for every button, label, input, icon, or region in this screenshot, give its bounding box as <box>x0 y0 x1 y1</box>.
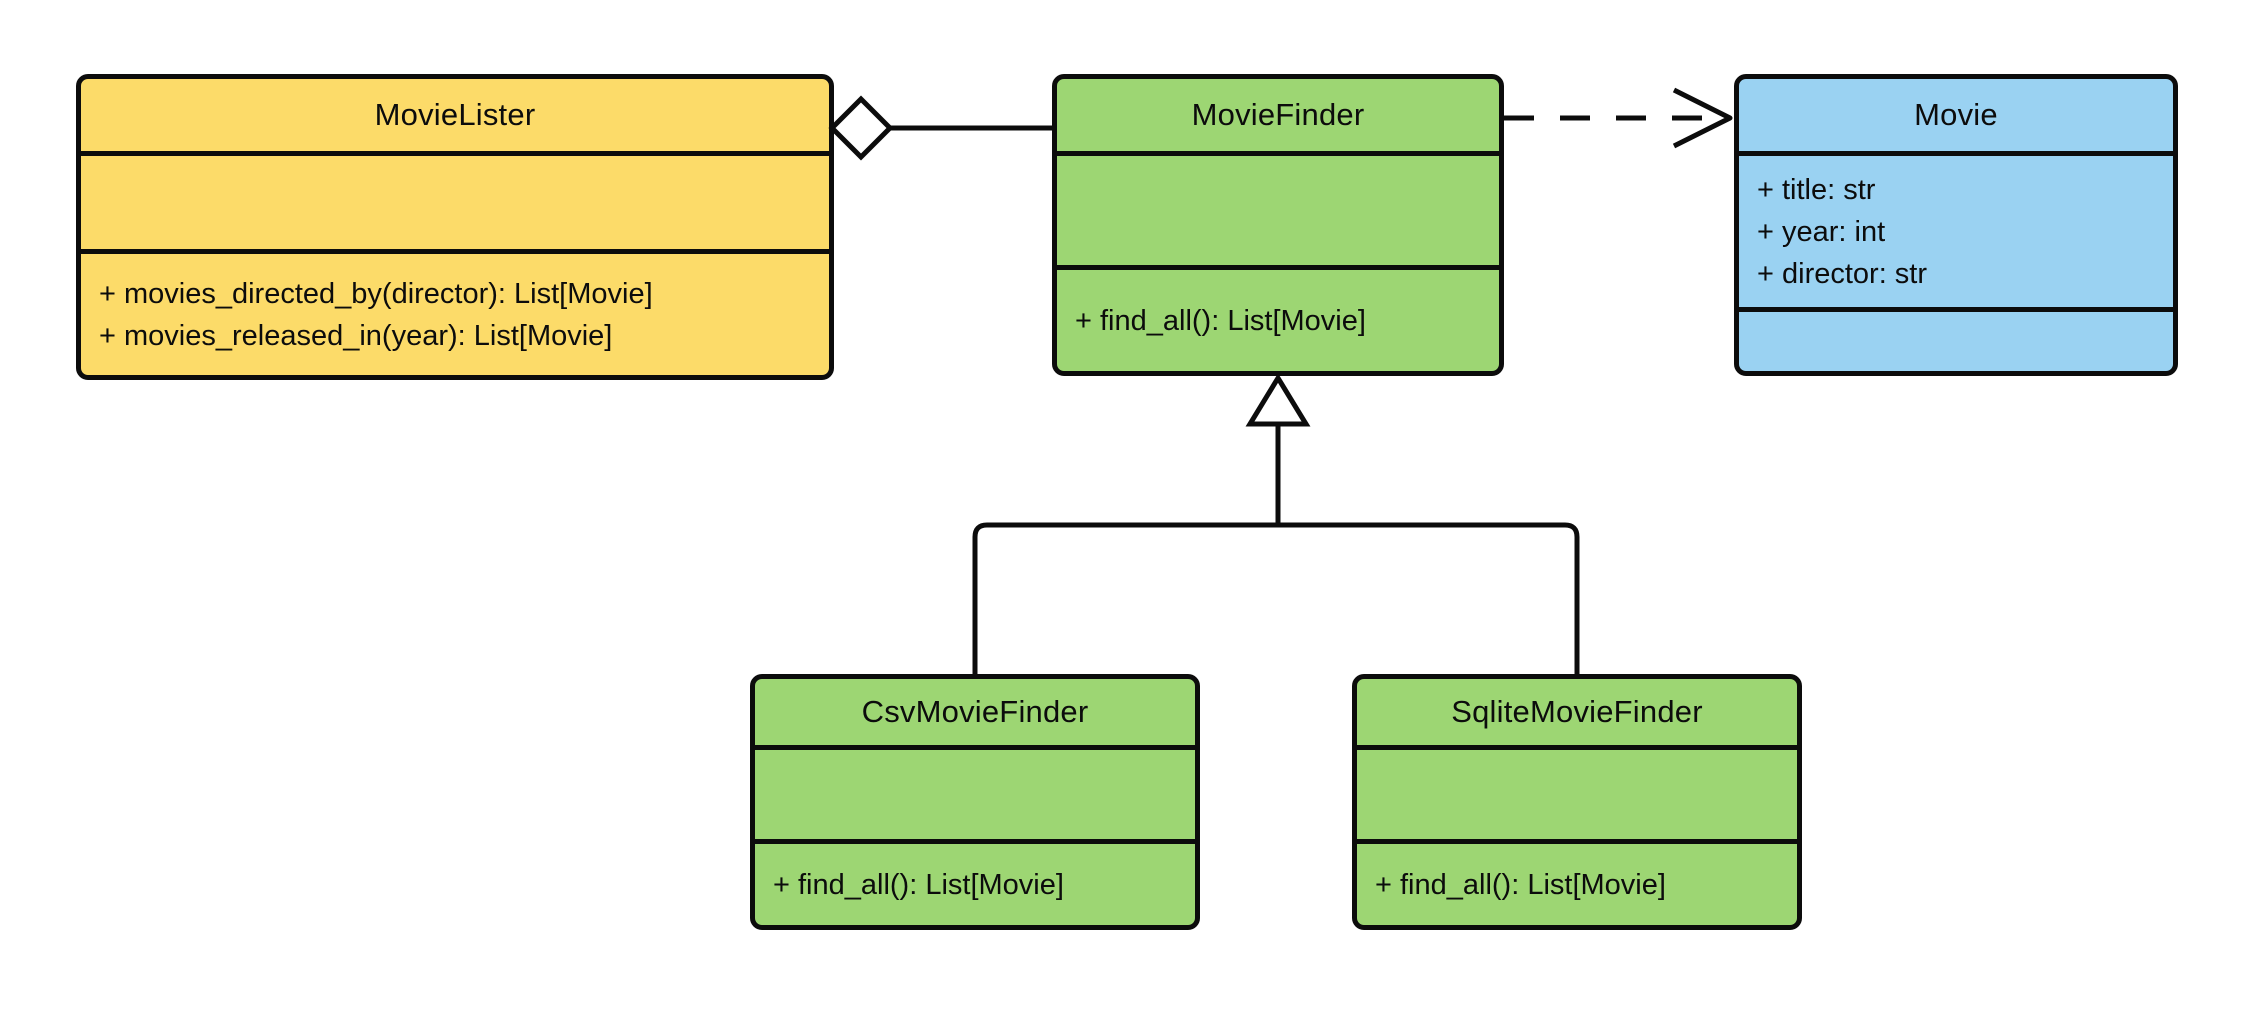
attribute-text: + title: str <box>1757 173 1876 206</box>
dependency-arrowhead-icon <box>1672 87 1733 149</box>
class-node-sqlitemoviefinder[interactable]: SqliteMovieFinder + find_all(): List[Mov… <box>1352 674 1802 930</box>
method-text: + find_all(): List[Movie] <box>1375 868 1666 901</box>
class-title: MovieLister <box>374 97 536 132</box>
attributes-section <box>81 151 829 249</box>
class-title: CsvMovieFinder <box>861 694 1089 729</box>
attributes-section <box>1057 151 1499 265</box>
edge-dependency-moviefinder-movie[interactable] <box>1504 87 1733 149</box>
method-text: + find_all(): List[Movie] <box>1075 304 1366 337</box>
class-title: MovieFinder <box>1191 97 1365 132</box>
methods-section <box>1739 307 2173 371</box>
class-node-csvmoviefinder[interactable]: CsvMovieFinder + find_all(): List[Movie] <box>750 674 1200 930</box>
attribute-text: + year: int <box>1757 215 1886 248</box>
attributes-section <box>755 745 1195 839</box>
attribute-text: + director: str <box>1757 257 1928 290</box>
method-text: + movies_released_in(year): List[Movie] <box>99 319 613 352</box>
class-node-movie[interactable]: Movie + title: str + year: int + directo… <box>1734 74 2178 376</box>
methods-section: + find_all(): List[Movie] <box>755 839 1195 925</box>
edge-aggregation-movielister-moviefinder[interactable] <box>828 95 1052 161</box>
methods-section: + find_all(): List[Movie] <box>1357 839 1797 925</box>
class-node-movielister[interactable]: MovieLister + movies_directed_by(directo… <box>76 74 834 380</box>
method-text: + movies_directed_by(director): List[Mov… <box>99 277 653 310</box>
methods-section: + find_all(): List[Movie] <box>1057 265 1499 371</box>
inheritance-branch-line <box>972 522 1580 674</box>
class-node-moviefinder[interactable]: MovieFinder + find_all(): List[Movie] <box>1052 74 1504 376</box>
inheritance-triangle-icon <box>1245 373 1311 427</box>
edge-inheritance-to-moviefinder[interactable] <box>972 373 1580 674</box>
attributes-section: + title: str + year: int + director: str <box>1739 151 2173 307</box>
attributes-section <box>1357 745 1797 839</box>
aggregation-diamond-icon <box>828 95 894 161</box>
method-text: + find_all(): List[Movie] <box>773 868 1064 901</box>
class-title: Movie <box>1914 97 1998 132</box>
methods-section: + movies_directed_by(director): List[Mov… <box>81 249 829 375</box>
class-title: SqliteMovieFinder <box>1451 694 1703 729</box>
